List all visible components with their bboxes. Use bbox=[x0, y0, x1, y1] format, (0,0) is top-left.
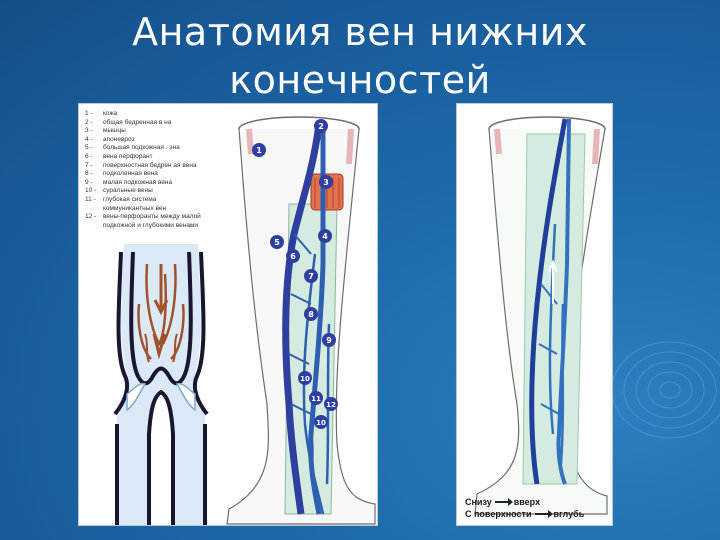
legend-text: общая бедренная в на bbox=[103, 118, 172, 126]
legend-text: вены-перфоранты между малой bbox=[103, 213, 201, 221]
caption-from-surface: С поверхности bbox=[465, 509, 532, 519]
marker-label: 8 bbox=[308, 310, 314, 319]
legend-item: подкожной и глубокими венами bbox=[85, 222, 235, 231]
legend-text: суральные вены bbox=[103, 187, 153, 195]
marker-2: 2 bbox=[314, 119, 328, 133]
legend-item: 2 - общая бедренная в на bbox=[85, 119, 235, 128]
knee-joint-illustration bbox=[113, 244, 209, 525]
legend-item: 7 - поверхностная бедрен ая вена bbox=[85, 162, 235, 171]
marker-7: 7 bbox=[304, 269, 318, 283]
legend-text: мышцы bbox=[103, 127, 126, 135]
right-arrow-icon bbox=[494, 498, 513, 506]
marker-label: 11 bbox=[311, 395, 321, 403]
legend-text: подкожной и глубокими венами bbox=[103, 221, 199, 229]
legend-text: поверхностная бедрен ая вена bbox=[103, 161, 197, 169]
legend-item: 3 - мышцы bbox=[85, 127, 235, 136]
legend-number: 11 - bbox=[85, 195, 96, 203]
marker-label: 3 bbox=[323, 178, 329, 187]
caption-row-deep: С поверхности вглубь bbox=[465, 508, 584, 520]
legend-item: 11 - глубокая система bbox=[85, 196, 235, 205]
marker-9: 9 bbox=[322, 333, 336, 347]
legend-number: 1 - bbox=[85, 110, 93, 117]
marker-11: 11 bbox=[309, 391, 323, 405]
caption-to-deep: вглубь bbox=[553, 509, 585, 519]
legend-number: 5 - bbox=[85, 144, 93, 152]
legend-list: 1 - кожа 2 - общая бедренная в на 3 - мышцы… bbox=[85, 110, 235, 230]
legend-number: 8 - bbox=[85, 170, 93, 178]
marker-3: 3 bbox=[319, 175, 333, 189]
legend-text: малая подкожная вена bbox=[103, 178, 173, 186]
legend-item: 12 - вены-перфоранты между малой bbox=[85, 213, 235, 222]
legend-text: вена перфорант bbox=[103, 152, 153, 160]
marker-label: 7 bbox=[308, 272, 314, 281]
title-line-2: конечностей bbox=[229, 58, 491, 102]
marker-label: 1 bbox=[256, 146, 262, 155]
marker-6: 6 bbox=[286, 249, 300, 263]
callout-markers: 1 2 3 4 5 6 7 8 9 10 11 12 10 bbox=[252, 119, 338, 429]
legend-item: 9 - малая подкожная вена bbox=[85, 179, 235, 188]
legend-number: 7 - bbox=[85, 161, 93, 169]
legend-number: 3 - bbox=[85, 127, 93, 135]
legend-number: 12 - bbox=[85, 213, 97, 221]
marker-8: 8 bbox=[304, 307, 318, 321]
legend-text: подколенная вена bbox=[103, 170, 158, 178]
marker-label: 5 bbox=[274, 238, 280, 247]
legend-number: 9 - bbox=[85, 178, 93, 186]
marker-10b: 10 bbox=[314, 415, 328, 429]
marker-label: 9 bbox=[326, 336, 332, 345]
water-ripple-decoration bbox=[611, 341, 720, 439]
marker-10: 10 bbox=[298, 371, 312, 385]
legend-text: апоневроз bbox=[103, 135, 135, 143]
legend-item: коммуникантных вен bbox=[85, 205, 235, 214]
marker-12: 12 bbox=[324, 397, 338, 411]
legend-text: кожа bbox=[103, 110, 118, 117]
legend-number: 6 - bbox=[85, 152, 93, 160]
marker-label: 10 bbox=[316, 419, 326, 427]
legend-item: 4 - апоневроз bbox=[85, 136, 235, 145]
legend-number: 2 - bbox=[85, 118, 93, 126]
legend-item: 10 - суральные вены bbox=[85, 187, 235, 196]
venous-flow-leg-illustration bbox=[474, 116, 608, 515]
leg-vein-anatomy-diagram: 1 2 3 4 5 6 7 8 9 10 11 12 10 bbox=[226, 116, 376, 525]
marker-label: 4 bbox=[322, 232, 328, 241]
caption-row-up: Снизу вверх bbox=[465, 496, 584, 508]
legend-text: глубокая система bbox=[103, 195, 157, 203]
right-arrow-icon bbox=[534, 510, 553, 518]
flow-direction-caption: Снизу вверх С поверхности вглубь bbox=[465, 496, 584, 520]
marker-1: 1 bbox=[252, 143, 266, 157]
marker-label: 2 bbox=[318, 122, 324, 131]
marker-label: 6 bbox=[290, 252, 296, 261]
caption-to-up: вверх bbox=[513, 497, 541, 507]
marker-5: 5 bbox=[270, 235, 284, 249]
title-line-1: Анатомия вен нижних bbox=[132, 10, 588, 54]
marker-label: 12 bbox=[326, 401, 336, 409]
legend-item: 5 - большая подкожная . эна bbox=[85, 144, 235, 153]
legend-item: 8 - подколенная вена bbox=[85, 170, 235, 179]
marker-label: 10 bbox=[300, 375, 310, 383]
venous-flow-diagram-panel: Снизу вверх С поверхности вглубь bbox=[456, 103, 613, 526]
legend-item: 6 - вена перфорант bbox=[85, 153, 235, 162]
legend-number: 4 - bbox=[85, 135, 93, 143]
legend-text: коммуникантных вен bbox=[103, 204, 167, 212]
caption-from-bottom: Снизу bbox=[465, 497, 492, 507]
marker-4: 4 bbox=[318, 229, 332, 243]
legend-item: 1 - кожа bbox=[85, 110, 235, 119]
anatomy-diagram-panel: 1 - кожа 2 - общая бедренная в на 3 - мышцы… bbox=[78, 103, 378, 526]
legend-number: 10 - bbox=[85, 187, 97, 195]
legend-text: большая подкожная . эна bbox=[103, 144, 180, 152]
slide-title: Анатомия вен нижних конечностей bbox=[0, 8, 720, 104]
